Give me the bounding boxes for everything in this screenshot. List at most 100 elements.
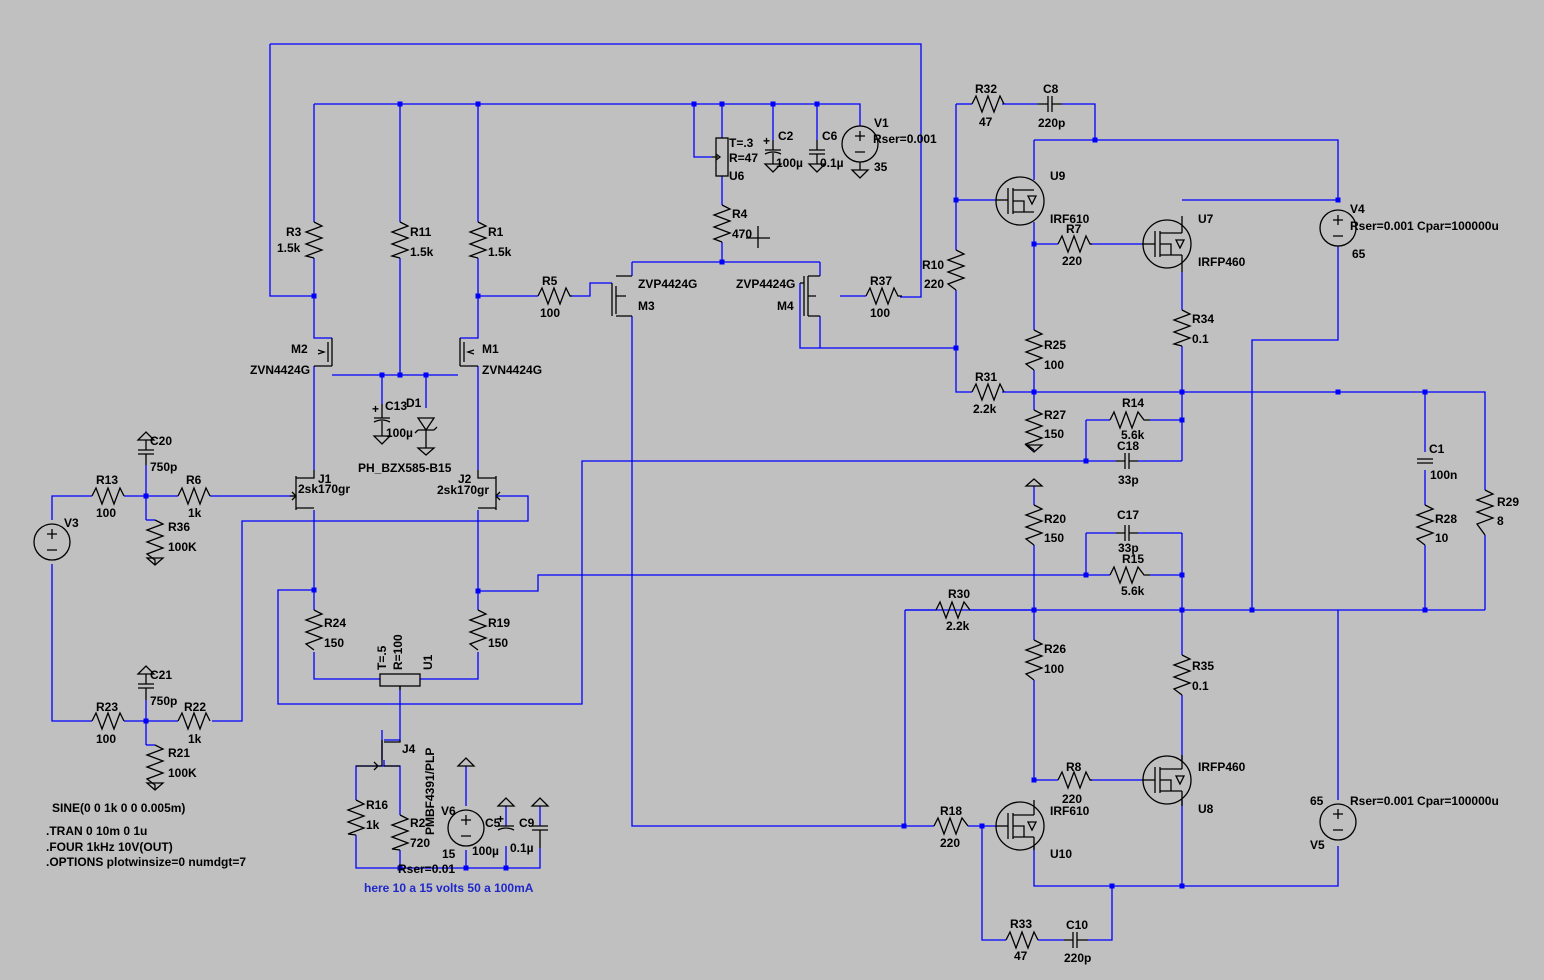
resistor-r21[interactable]: R21 100K <box>145 744 197 790</box>
resistor-r30[interactable]: R30 2.2k <box>935 587 971 633</box>
resistor-r19[interactable]: R19 150 <box>468 609 510 651</box>
r33-value: 47 <box>1014 949 1028 963</box>
resistor-r13[interactable]: R13 100 <box>91 473 125 520</box>
voltage-source-v5[interactable]: 65 Rser=0.001 Cpar=100000u V5 <box>1310 794 1499 852</box>
r30-value: 2.2k <box>946 619 970 633</box>
voltage-source-v3[interactable]: V3 <box>33 516 79 561</box>
voltage-source-v4[interactable]: V4 Rser=0.001 Cpar=100000u 65 <box>1319 202 1499 261</box>
resistor-r37[interactable]: R37 100 <box>865 274 902 320</box>
capacitor-c6[interactable]: C6 0.1µ <box>807 129 844 173</box>
r34-ref: R34 <box>1192 312 1214 326</box>
u7-ref: U7 <box>1198 212 1214 226</box>
voltage-source-v6[interactable]: V6 15 Rser=0.01 <box>398 757 485 876</box>
svg-text:+: + <box>372 402 379 416</box>
capacitor-c2[interactable]: C2 100µ + <box>763 129 803 173</box>
mosfet-m4[interactable]: ZVP4424G M4 <box>736 275 820 317</box>
resistor-r29[interactable]: R29 8 <box>1475 489 1519 536</box>
resistor-r28[interactable]: R28 10 <box>1415 504 1457 546</box>
capacitor-c9[interactable]: C9 0.1µ <box>510 797 550 855</box>
r24-value: 150 <box>324 636 344 650</box>
u1-t: T=.5 <box>375 645 389 670</box>
resistor-r16[interactable]: R16 1k <box>346 798 388 836</box>
resistor-r2[interactable]: R2 720 <box>390 814 430 851</box>
capacitor-c8[interactable]: C8 220p <box>1038 82 1065 130</box>
capacitor-c17[interactable]: C17 33p <box>1116 508 1139 555</box>
c2-ref: C2 <box>778 129 794 143</box>
r16-ref: R16 <box>366 798 388 812</box>
r4-ref: R4 <box>732 207 748 221</box>
resistor-r20[interactable]: R20 150 <box>1024 504 1066 546</box>
resistor-r7[interactable]: R7 220 <box>1057 222 1092 268</box>
r23-ref: R23 <box>96 700 118 714</box>
r10-ref: R10 <box>922 258 944 272</box>
resistor-r31[interactable]: R31 2.2k <box>971 370 1005 416</box>
resistor-r23[interactable]: R23 100 <box>91 700 125 746</box>
r15-ref: R15 <box>1122 552 1144 566</box>
directive-sine: SINE(0 0 1k 0 0 0.005m) <box>52 801 185 815</box>
resistor-r22[interactable]: R22 1k <box>177 700 211 746</box>
v3-ref: V3 <box>64 516 79 530</box>
r22-value: 1k <box>188 732 202 746</box>
c5-value: 100µ <box>472 844 499 858</box>
capacitor-c5[interactable]: C5 100µ + <box>472 797 516 858</box>
mosfet-m2[interactable]: M2 ZVN4424G <box>250 338 333 377</box>
r25-ref: R25 <box>1044 338 1066 352</box>
resistor-r3[interactable]: R3 1.5k <box>277 221 324 259</box>
capacitor-c13[interactable]: C13 100µ + <box>372 399 413 445</box>
resistor-r6[interactable]: R6 1k <box>177 473 211 520</box>
resistor-r5[interactable]: R5 100 <box>537 274 572 320</box>
voltage-source-v1[interactable]: V1 Rser=0.001 35 <box>841 116 937 179</box>
r35-value: 0.1 <box>1192 679 1209 693</box>
r7-value: 220 <box>1062 254 1082 268</box>
resistor-r14[interactable]: R14 5.6k <box>1109 396 1150 442</box>
m1-ref: M1 <box>482 342 499 356</box>
r21-value: 100K <box>168 766 197 780</box>
capacitor-c20[interactable]: C20 750p <box>136 431 177 474</box>
capacitor-c10[interactable]: C10 220p <box>1064 918 1091 965</box>
resistor-r36[interactable]: R36 100K <box>145 519 197 565</box>
jfet-j1[interactable]: J1 2sk170gr <box>290 470 350 510</box>
capacitor-c21[interactable]: C21 750p <box>136 665 177 708</box>
resistor-r26[interactable]: R26 100 <box>1024 639 1066 681</box>
power-mosfet-u7[interactable]: U7 IRFP460 <box>1142 212 1246 272</box>
mosfet-m1[interactable]: M1 ZVN4424G <box>459 338 542 377</box>
c1-ref: C1 <box>1429 442 1445 456</box>
resistor-r1[interactable]: R1 1.5k <box>467 221 512 259</box>
j4-model: PMBF4391/PLP <box>423 748 437 835</box>
resistor-r35[interactable]: R35 0.1 <box>1172 654 1214 696</box>
mosfet-m3[interactable]: ZVP4424G M3 <box>611 275 697 317</box>
resistor-r33[interactable]: R33 47 <box>1005 917 1039 963</box>
resistor-r8[interactable]: R8 220 <box>1057 760 1092 806</box>
zener-d1[interactable]: D1 PH_BZX585-B15 <box>358 396 452 475</box>
resistor-r18[interactable]: R18 220 <box>933 804 969 850</box>
resistor-r4[interactable]: R4 470 <box>712 204 770 248</box>
potentiometer-u1[interactable]: T=.5 R=100 U1 <box>375 634 435 690</box>
capacitor-c18[interactable]: C18 33p <box>1116 439 1139 487</box>
wires <box>51 43 1486 941</box>
u7-model: IRFP460 <box>1198 255 1246 269</box>
v6-value: 15 <box>442 847 456 861</box>
resistor-r15[interactable]: R15 5.6k <box>1109 552 1150 598</box>
c5-ref: C5 <box>485 816 501 830</box>
resistor-r27[interactable]: R27 150 <box>1024 408 1066 451</box>
resistor-r25[interactable]: R25 100 <box>1024 329 1066 372</box>
resistor-r10[interactable]: R10 220 <box>922 249 966 291</box>
resistor-r34[interactable]: R34 0.1 <box>1171 309 1214 347</box>
supply-note: here 10 a 15 volts 50 a 100mA <box>364 881 534 895</box>
jfet-j4[interactable]: J4 PMBF4391/PLP <box>356 740 437 835</box>
u1-ref: U1 <box>421 654 435 670</box>
m1-model: ZVN4424G <box>482 363 542 377</box>
potentiometer-u6[interactable]: T=.3 R=47 U6 <box>712 136 758 183</box>
jfet-j2[interactable]: J2 2sk170gr <box>437 470 501 510</box>
power-mosfet-u8[interactable]: IRFP460 U8 <box>1142 755 1246 816</box>
m4-model: ZVP4424G <box>736 277 795 291</box>
power-mosfet-u9[interactable]: U9 IRF610 <box>995 169 1090 226</box>
capacitor-c1[interactable]: C1 100n <box>1417 442 1457 482</box>
resistor-r32[interactable]: R32 47 <box>971 82 1005 129</box>
resistor-r11[interactable]: R11 1.5k <box>389 221 434 259</box>
resistor-r24[interactable]: R24 150 <box>304 609 346 651</box>
power-mosfet-u10[interactable]: IRF610 U10 <box>995 800 1090 861</box>
svg-text:+: + <box>497 812 504 826</box>
c8-value: 220p <box>1038 116 1065 130</box>
